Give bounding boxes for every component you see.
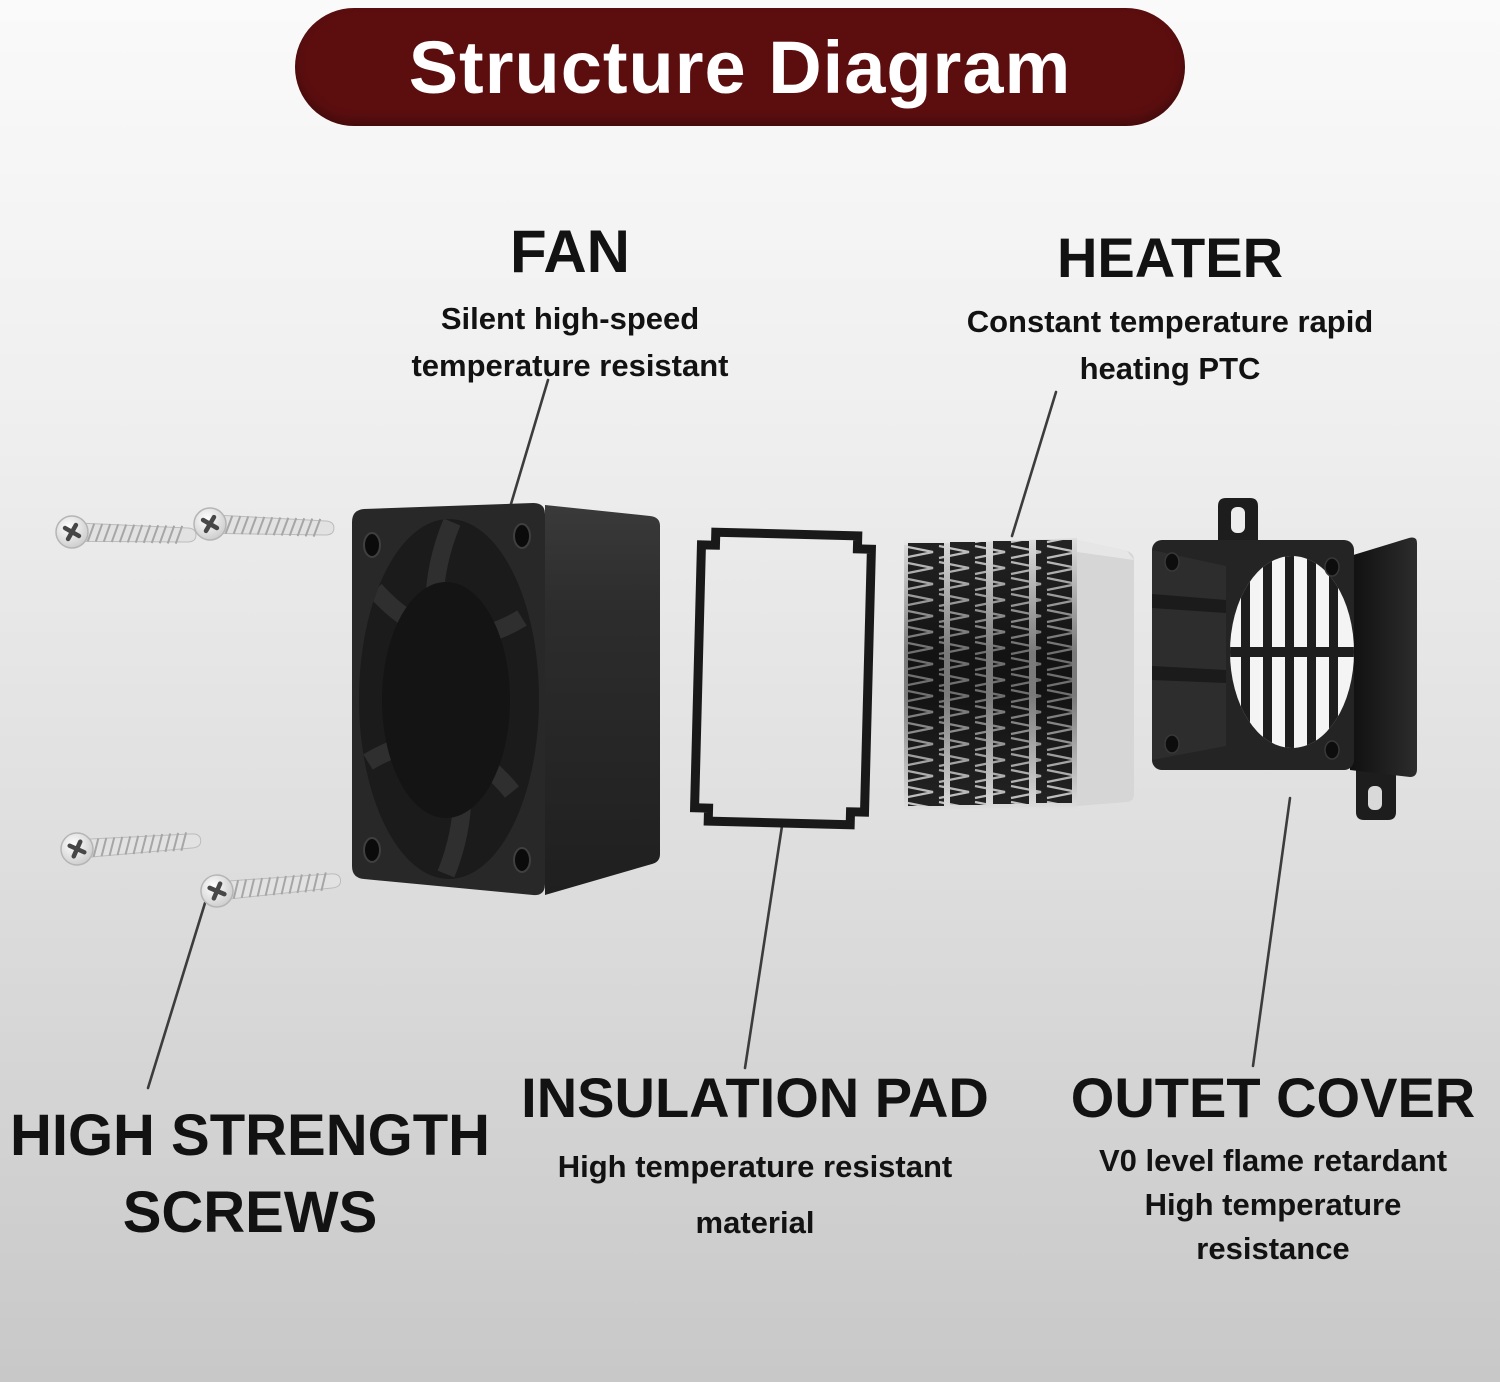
fan-label: FAN Silent high-speed temperature resist… <box>330 216 810 389</box>
page-title: Structure Diagram <box>408 25 1072 109</box>
insulation-pad-label: INSULATION PAD High temperature resistan… <box>495 1064 1015 1251</box>
heater-label-title: HEATER <box>1056 226 1284 289</box>
insulation-pad-leader-line <box>743 824 784 1070</box>
outlet-cover-leader-line <box>1251 796 1292 1068</box>
fan-label-title: FAN <box>510 218 630 285</box>
heater-leader-line <box>1010 390 1058 538</box>
outlet-cover-label: OUTET COVER V0 level flame retardant Hig… <box>1058 1064 1488 1271</box>
insulation-pad-image <box>689 527 877 830</box>
title-banner: Structure Diagram <box>295 8 1185 126</box>
screws-leader-line <box>146 901 207 1090</box>
screw <box>193 507 334 544</box>
leader-lines <box>146 378 1292 1090</box>
fan-leader-line <box>506 378 550 516</box>
outlet-cover-label-title: OUTET COVER <box>1070 1066 1476 1129</box>
screw <box>60 824 202 866</box>
screw <box>56 516 197 552</box>
outlet-cover-label-desc: V0 level flame retardant High temperatur… <box>1098 1143 1448 1267</box>
insulation-pad-label-desc: High temperature resistant material <box>557 1149 953 1240</box>
fan-image <box>352 503 660 896</box>
heater-label-desc: Constant temperature rapid heating PTC <box>966 304 1374 386</box>
heater-label: HEATER Constant temperature rapid heatin… <box>920 224 1420 392</box>
screws-image <box>56 507 342 908</box>
outlet-cover-image <box>1152 498 1417 820</box>
screws-label: HIGH STRENGTH SCREWS <box>0 1098 500 1251</box>
heater-image <box>904 538 1134 810</box>
insulation-pad-label-title: INSULATION PAD <box>521 1066 989 1129</box>
screws-label-title: HIGH STRENGTH SCREWS <box>9 1103 491 1245</box>
screw <box>200 864 342 908</box>
fan-label-desc: Silent high-speed temperature resistant <box>411 301 729 383</box>
